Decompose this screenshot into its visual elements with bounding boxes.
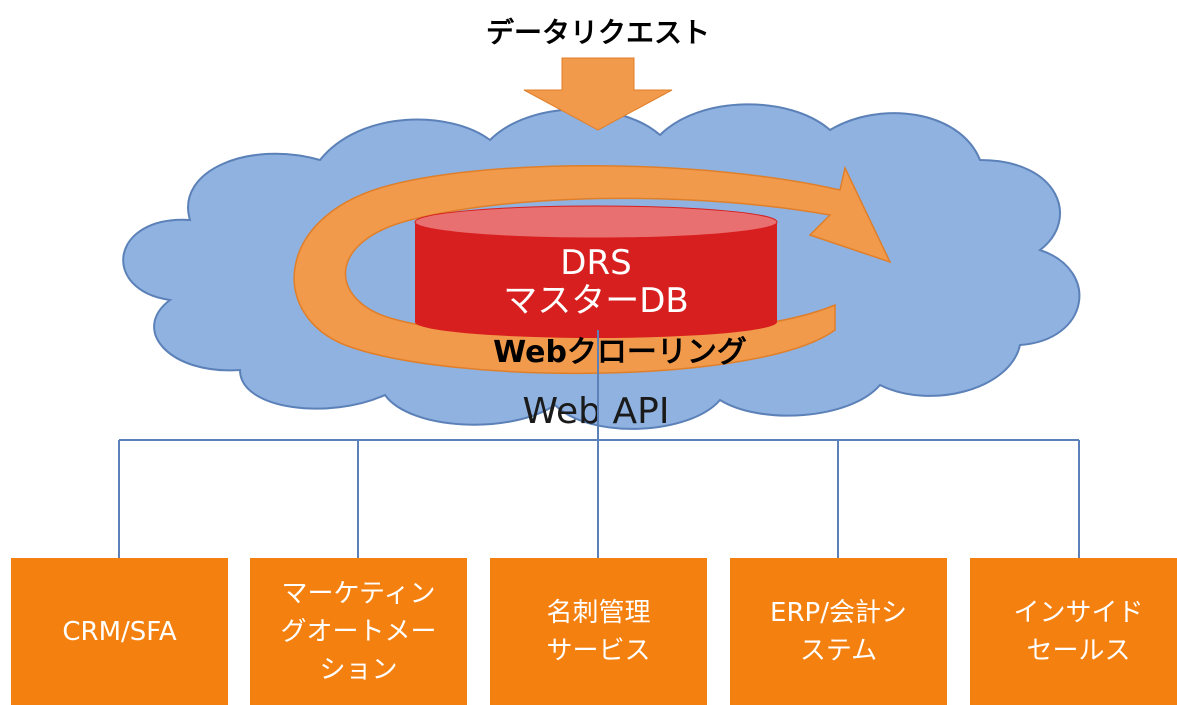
target-label-line: グオートメー [280,616,437,647]
crawling-arrow [293,165,892,375]
connector-lines [118,330,1080,558]
request-arrow [523,57,673,131]
target-box-erp-accounting: ERP/会計シ ステム [730,558,947,705]
target-label-line: インサイド [1013,597,1144,628]
crawling-label: Webクローリング [493,335,747,370]
target-label-line: ERP/会計シ [770,597,907,628]
target-box-business-card: 名刺管理 サービス [490,558,707,705]
target-label-line: セールス [1026,635,1131,666]
target-box-marketing-automation: マーケティン グオートメー ション [250,558,467,705]
target-label-line: ステム [799,635,878,666]
target-box-inside-sales: インサイド セールス [970,558,1177,705]
database-cylinder [414,205,778,338]
target-label-line: 名刺管理 [546,597,651,628]
target-label-line: ション [319,654,398,685]
db-label-line1: DRS [560,243,631,283]
target-box-crm-sfa: CRM/SFA [11,558,228,705]
target-label-line: マーケティン [281,578,436,609]
target-label-line: サービス [546,635,651,666]
db-label-line2: マスターDB [503,281,689,321]
target-label-line: CRM/SFA [62,616,177,647]
request-label: データリクエスト [486,16,710,49]
api-label: Web API [523,391,670,432]
